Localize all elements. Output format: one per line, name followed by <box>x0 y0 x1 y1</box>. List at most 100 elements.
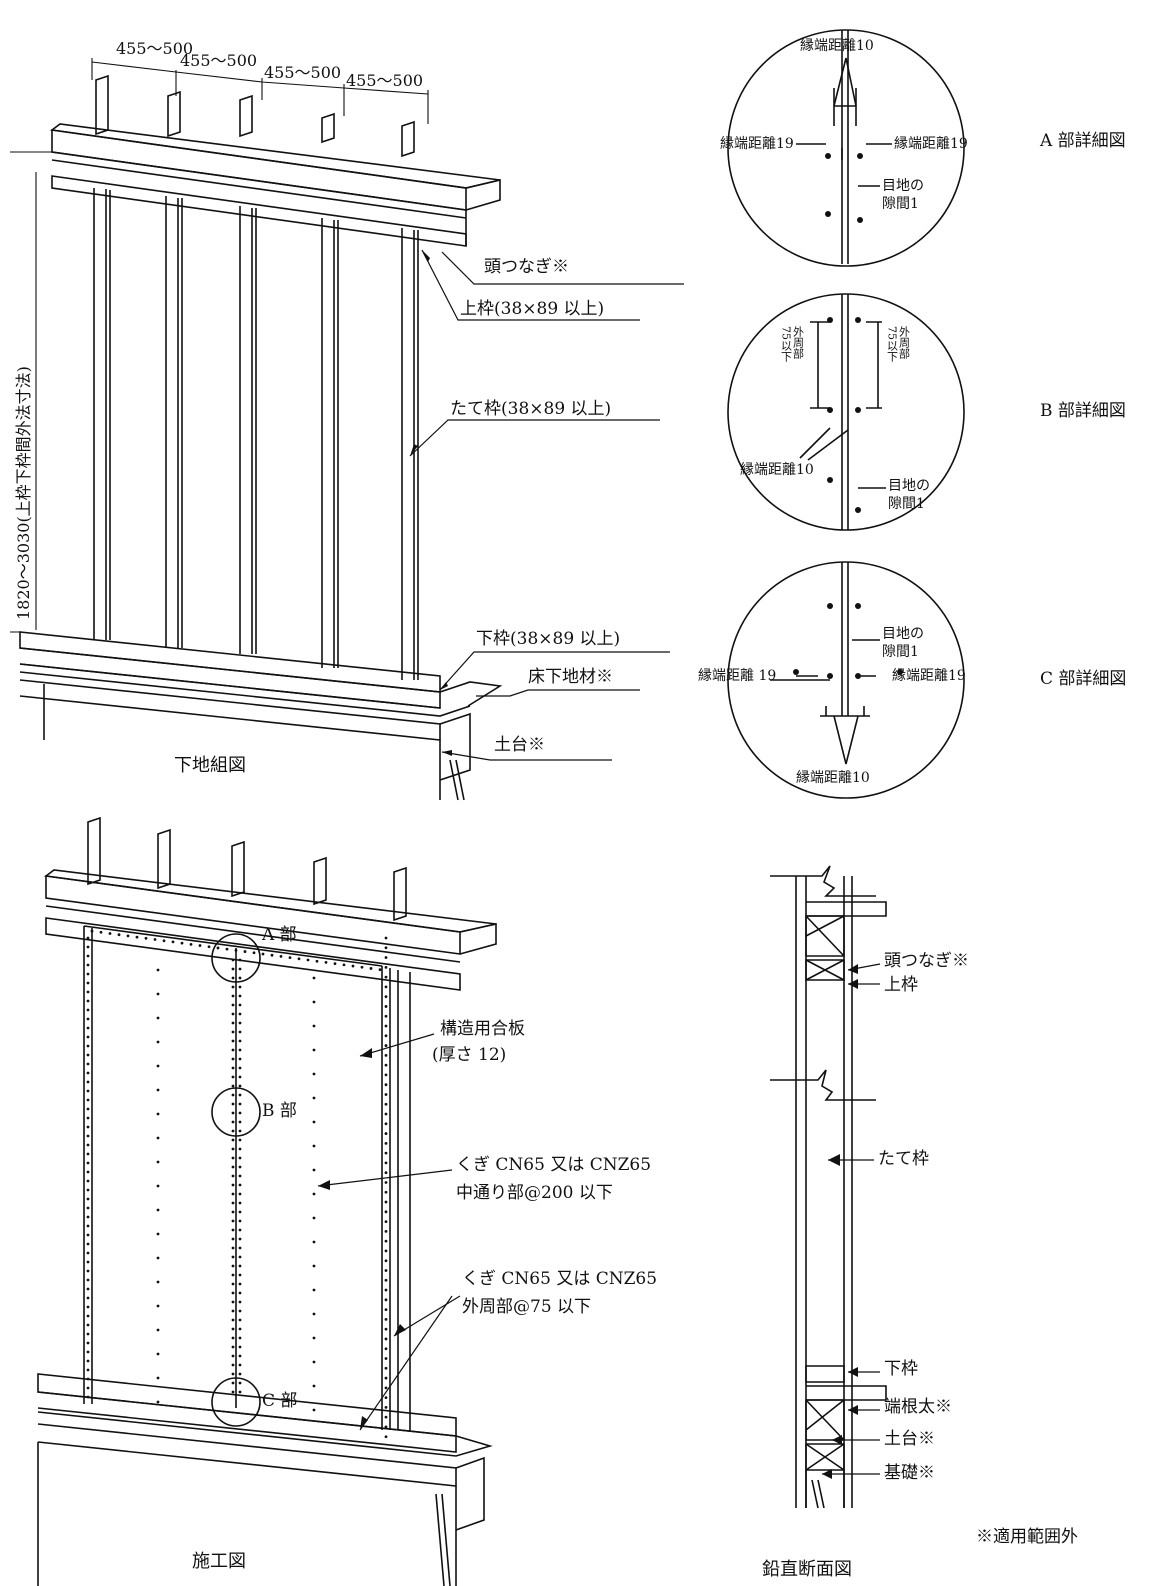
nail-dot <box>231 1210 235 1214</box>
nail-dot <box>238 985 242 989</box>
nail-dot <box>156 1016 160 1020</box>
nail-dot <box>238 1111 242 1115</box>
nail-dot <box>156 1160 160 1164</box>
nail-dot <box>384 1151 388 1155</box>
nail-dot <box>156 1040 160 1044</box>
detail-c-gap-line2: 隙間1 <box>882 644 919 660</box>
nail-dot <box>384 1132 388 1135</box>
nail-dot <box>231 1300 235 1304</box>
nail-dot <box>238 1345 242 1349</box>
section-arrowheads <box>822 964 858 1479</box>
nail-dot <box>312 1408 316 1412</box>
nail-dot <box>86 1251 90 1255</box>
nail-dot <box>86 1107 90 1111</box>
nail-dot <box>231 1039 235 1043</box>
nail-dot <box>297 957 301 961</box>
detail-c-gap-line1: 目地の <box>882 626 924 642</box>
nail-dot <box>86 1350 90 1354</box>
nail-dot <box>126 934 130 938</box>
bottom-plate-label: 下枠(38×89 以上) <box>476 629 621 649</box>
nail-dot <box>238 1093 242 1097</box>
nail-dot <box>86 1143 90 1147</box>
detail-b-gap-line1: 目地の <box>888 478 930 494</box>
frame-studs <box>93 188 419 680</box>
nail-dot <box>252 951 256 955</box>
nail-dot <box>384 1327 388 1331</box>
nail-dot <box>312 1144 316 1148</box>
nail-dot <box>231 1291 235 1295</box>
nail-dot <box>234 948 238 952</box>
nail-dot <box>231 1093 235 1097</box>
nail-dot <box>384 946 388 950</box>
nail-dot <box>86 1314 90 1318</box>
nail-dot <box>86 1017 90 1021</box>
nail-dot <box>312 1048 316 1052</box>
nail-dot <box>238 976 242 980</box>
nail-dot <box>384 1269 388 1272</box>
nail-dot <box>342 963 346 967</box>
stud-label: たて枠(38×89 以上) <box>450 399 612 419</box>
nail-dot <box>156 1376 160 1380</box>
construction-diagram <box>37 816 497 1586</box>
nail-dot <box>384 1210 388 1214</box>
stud-spacing-dim-4: 455～500 <box>346 71 424 90</box>
nail-dot <box>156 1400 160 1404</box>
nail-dot <box>238 1390 242 1394</box>
nail-dot <box>360 965 364 969</box>
nail-dot <box>231 1021 235 1025</box>
nail-dot <box>312 1312 316 1316</box>
nail-dot <box>86 1044 90 1048</box>
nail-dot <box>324 961 328 964</box>
nail-dot <box>86 1341 90 1345</box>
nail-dot <box>238 958 242 962</box>
nail-dot <box>384 1112 388 1116</box>
nail-dot <box>135 935 139 939</box>
nail-dot <box>231 1183 235 1187</box>
nail-dot <box>231 1318 235 1322</box>
frame-dimension-lines <box>10 58 429 633</box>
section-caption: 鉛直断面図 <box>762 1559 852 1580</box>
nail-dot <box>86 1359 90 1363</box>
nail-dot <box>243 950 247 953</box>
nail-dot <box>238 994 242 998</box>
construction-bottom-plates <box>37 1373 493 1586</box>
nail-dot <box>384 1161 388 1165</box>
nail-dot <box>238 1012 242 1016</box>
nail-dot <box>225 947 229 951</box>
nail-dot <box>238 1318 242 1322</box>
nail-dot <box>238 1003 242 1007</box>
nail-dot <box>86 1287 90 1291</box>
nail-dot <box>156 1184 160 1188</box>
top-plate-label: 上枠(38×89 以上) <box>460 299 605 319</box>
nail-dot <box>86 1188 90 1192</box>
nail-dot <box>384 1190 388 1194</box>
nail-dot <box>231 1111 235 1115</box>
nail-dot <box>231 1003 235 1007</box>
nail-dot <box>86 1206 90 1210</box>
nail-dot <box>86 1053 90 1057</box>
nail-dot <box>216 946 220 950</box>
nail-dot <box>86 1071 90 1075</box>
nail-dot <box>156 1352 160 1356</box>
nail-dot <box>238 1291 242 1295</box>
nail-dot <box>231 1345 235 1349</box>
nail-dot <box>238 1066 242 1070</box>
nail-dot <box>99 930 103 934</box>
nail-inner-label-line2: 中通り部@200 以下 <box>456 1183 613 1203</box>
detail-c-nails <box>793 603 903 679</box>
stud-spacing-dim-3: 455～500 <box>264 63 342 82</box>
detail-a-title: A 部詳細図 <box>1040 131 1126 151</box>
nail-dot <box>86 981 90 985</box>
nail-dot <box>384 1024 388 1028</box>
nail-dot <box>86 1278 90 1282</box>
part-a-label: A 部 <box>262 925 297 945</box>
nail-dot <box>238 1084 242 1088</box>
nail-dot <box>231 1066 235 1070</box>
nail-dot <box>86 1224 90 1228</box>
nail-dot <box>384 1337 388 1341</box>
nail-dot <box>156 1136 160 1140</box>
nail-dot <box>231 1381 235 1385</box>
nail-dot <box>238 1129 242 1133</box>
nail-dot <box>384 1278 388 1282</box>
nail-dot <box>231 976 235 980</box>
